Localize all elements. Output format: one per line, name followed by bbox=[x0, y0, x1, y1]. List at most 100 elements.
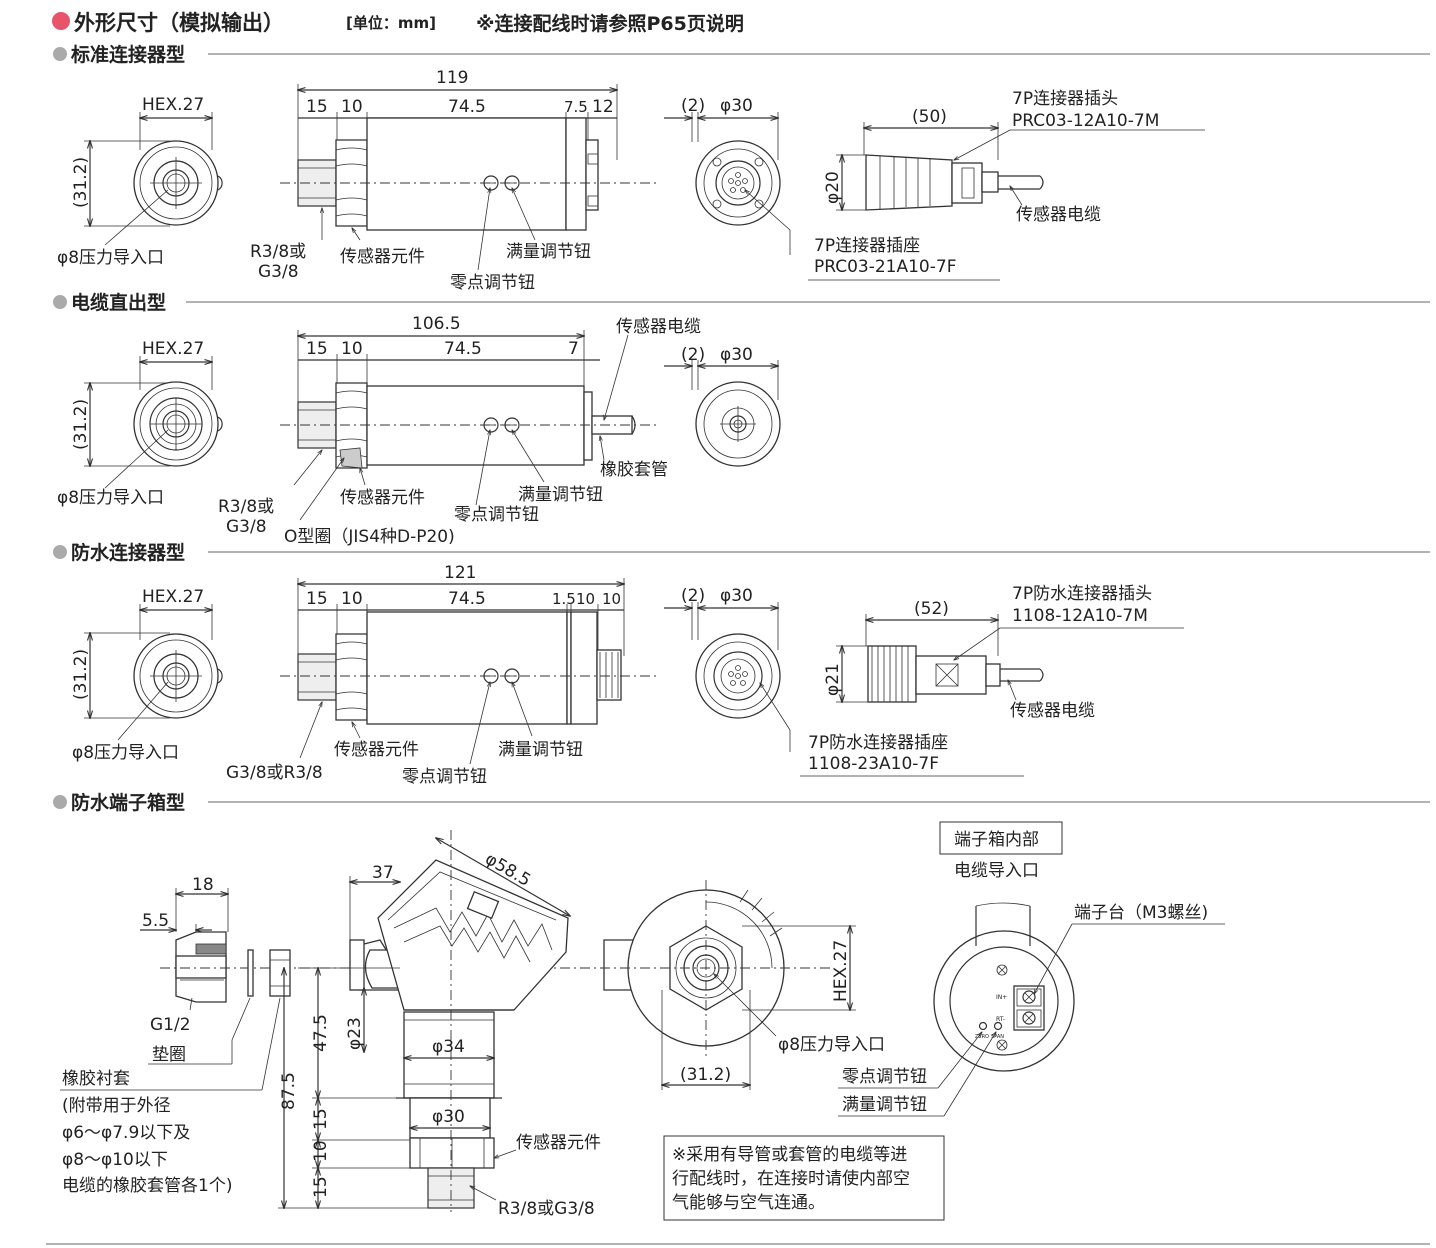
std-zero: 零点调节钮 bbox=[450, 273, 535, 293]
wp-inlet: φ8压力导入口 bbox=[72, 743, 179, 763]
wp-zero: 零点调节钮 bbox=[402, 767, 487, 787]
tb-cable-in: 电缆导入口 bbox=[954, 861, 1039, 881]
tb-zero: 零点调节钮 bbox=[842, 1067, 927, 1087]
std-total: 119 bbox=[436, 68, 468, 88]
std-plug-1: 7P连接器插头 bbox=[1012, 89, 1118, 109]
wp-d15b: 1.5 bbox=[552, 590, 576, 608]
section-cable: 电缆直出型 HEX.27 (31.2) φ8压力导入口 106.5 bbox=[53, 291, 1430, 547]
std-span: 满量调节钮 bbox=[506, 242, 591, 262]
wp-sensor: 传感器元件 bbox=[334, 740, 419, 760]
std-d2: (2) bbox=[681, 96, 705, 116]
tb-hex: HEX.27 bbox=[831, 940, 851, 1002]
std-socket-2: PRC03-21A10-7F bbox=[814, 257, 956, 277]
std-d50: (50) bbox=[912, 107, 947, 127]
tb-d37: 37 bbox=[372, 863, 394, 883]
header-note: ※连接配线时请参照P65页说明 bbox=[476, 12, 744, 35]
std-d75: 7.5 bbox=[564, 98, 588, 116]
tb-note-3: 气能够与空气连通。 bbox=[672, 1193, 825, 1213]
section-standard: 标准连接器型 HEX.27 (31.2) φ8压力导入口 119 bbox=[53, 43, 1430, 293]
tb-lbl-rt: RT- bbox=[996, 1016, 1005, 1023]
cab-d30: φ30 bbox=[720, 345, 753, 365]
wp-d52: (52) bbox=[914, 599, 949, 619]
std-thread-1: R3/8或 bbox=[250, 242, 306, 262]
std-thread-2: G3/8 bbox=[258, 262, 299, 282]
cab-d7: 7 bbox=[568, 339, 579, 359]
tb-d875: 87.5 bbox=[279, 1072, 299, 1110]
cab-d10: 10 bbox=[341, 339, 363, 359]
tb-side-view: 37 φ58.5 φ23 bbox=[278, 830, 601, 1219]
cab-boot: 橡胶套管 bbox=[600, 460, 668, 480]
tb-lbl-span: SPAN bbox=[991, 1034, 1004, 1040]
tb-d15b: 15 bbox=[311, 1176, 331, 1198]
std-d15: 15 bbox=[306, 97, 328, 117]
tb-d475: 47.5 bbox=[311, 1014, 331, 1052]
cab-d2: (2) bbox=[681, 345, 705, 365]
tb-interior: 端子箱内部 电缆导入口 IN+ RT- ZERO SPAN 端子台（M3螺丝) bbox=[838, 821, 1225, 1117]
tb-note: ※采用有导管或套管的电缆等进 行配线时，在连接时请使内部空 气能够与空气连通。 bbox=[663, 1135, 945, 1221]
tb-rub-4: φ8～φ10以下 bbox=[62, 1150, 168, 1170]
cab-cable: 传感器电缆 bbox=[616, 317, 701, 337]
std-inlet: φ8压力导入口 bbox=[57, 248, 164, 268]
std-sensor: 传感器元件 bbox=[340, 247, 425, 267]
wp-end-view: (2) φ30 7P防水连接器插座 1108-23A10-7F bbox=[664, 586, 1024, 777]
tb-dim-31: (31.2) bbox=[680, 1065, 731, 1085]
tb-bottom-view: HEX.27 (31.2) φ8压力导入口 bbox=[580, 880, 885, 1090]
wp-hex: HEX.27 bbox=[142, 587, 204, 607]
cab-thread-1: R3/8或 bbox=[218, 497, 274, 517]
tb-sensor: 传感器元件 bbox=[516, 1133, 601, 1153]
std-d30: φ30 bbox=[720, 96, 753, 116]
header-bullet bbox=[52, 12, 70, 30]
wp-d10: 10 bbox=[341, 589, 363, 609]
wp-d10c: 10 bbox=[602, 590, 621, 608]
section-title-waterproof: 防水连接器型 bbox=[71, 541, 185, 564]
wp-d15: 15 bbox=[306, 589, 328, 609]
wp-d21: φ21 bbox=[823, 663, 843, 696]
section-title-terminal-box: 防水端子箱型 bbox=[71, 791, 185, 814]
tb-d34: φ34 bbox=[432, 1037, 465, 1057]
wp-d30: φ30 bbox=[720, 586, 753, 606]
cab-span: 满量调节钮 bbox=[518, 485, 603, 505]
section-title-cable: 电缆直出型 bbox=[71, 291, 166, 314]
tb-lbl-in: IN+ bbox=[996, 994, 1007, 1001]
std-plug: (50) φ20 7P连接器插头 PRC03-12A10-7M 传感器电缆 bbox=[823, 89, 1205, 225]
std-side-view: 119 15 10 74.5 7.5 12 bbox=[250, 68, 660, 293]
std-d10: 10 bbox=[341, 97, 363, 117]
std-plug-2: PRC03-12A10-7M bbox=[1012, 111, 1159, 131]
std-d20: φ20 bbox=[823, 171, 843, 204]
tb-d18: 18 bbox=[192, 875, 214, 895]
cab-oring: O型圈（JIS4种D-P20) bbox=[284, 527, 455, 547]
wp-total: 121 bbox=[444, 563, 476, 583]
cab-side-view: 106.5 15 10 74.5 7 传感器电 bbox=[218, 314, 701, 547]
section-terminal-box: 防水端子箱型 18 5.5 G1/2 垫圈 bbox=[53, 791, 1430, 1221]
tb-d15: 15 bbox=[311, 1108, 331, 1130]
wp-cable: 传感器电缆 bbox=[1010, 701, 1095, 721]
cab-thread-2: G3/8 bbox=[226, 517, 267, 537]
std-socket-1: 7P连接器插座 bbox=[814, 236, 920, 256]
tb-lbl-zero: ZERO bbox=[975, 1034, 989, 1040]
std-d745: 74.5 bbox=[448, 97, 486, 117]
tb-d10: 10 bbox=[311, 1140, 331, 1162]
header-title: 外形尺寸（模拟输出） bbox=[74, 11, 284, 35]
cab-inlet: φ8压力导入口 bbox=[57, 488, 164, 508]
wp-dim-31: (31.2) bbox=[71, 649, 91, 700]
cab-hex: HEX.27 bbox=[142, 339, 204, 359]
std-d12: 12 bbox=[592, 97, 614, 117]
tb-rub-2: (附带用于外径 bbox=[62, 1096, 171, 1116]
wp-thread: G3/8或R3/8 bbox=[226, 763, 323, 783]
wp-d2: (2) bbox=[681, 586, 705, 606]
tb-washer: 垫圈 bbox=[152, 1045, 186, 1065]
section-waterproof: 防水连接器型 HEX.27 (31.2) φ8压力导入口 121 bbox=[53, 541, 1430, 787]
cab-sensor: 传感器元件 bbox=[340, 488, 425, 508]
cab-front-view: HEX.27 (31.2) φ8压力导入口 bbox=[57, 339, 223, 508]
tb-inlet: φ8压力导入口 bbox=[778, 1035, 885, 1055]
tb-g12: G1/2 bbox=[150, 1015, 191, 1035]
wp-plug: (52) φ21 7P防水连接器插头 1108-12A10-7M 传感器电缆 bbox=[823, 584, 1184, 721]
std-front-view: HEX.27 (31.2) φ8压力导入口 bbox=[57, 95, 223, 268]
tb-thread: R3/8或G3/8 bbox=[498, 1199, 595, 1219]
tb-note-1: ※采用有导管或套管的电缆等进 bbox=[672, 1145, 907, 1165]
wp-socket-1: 7P防水连接器插座 bbox=[808, 733, 948, 753]
tb-box-title: 端子箱内部 bbox=[954, 830, 1039, 850]
tb-rub-5: 电缆的橡胶套管各1个) bbox=[62, 1176, 232, 1196]
section-title-standard: 标准连接器型 bbox=[71, 43, 185, 66]
std-cable: 传感器电缆 bbox=[1016, 205, 1101, 225]
